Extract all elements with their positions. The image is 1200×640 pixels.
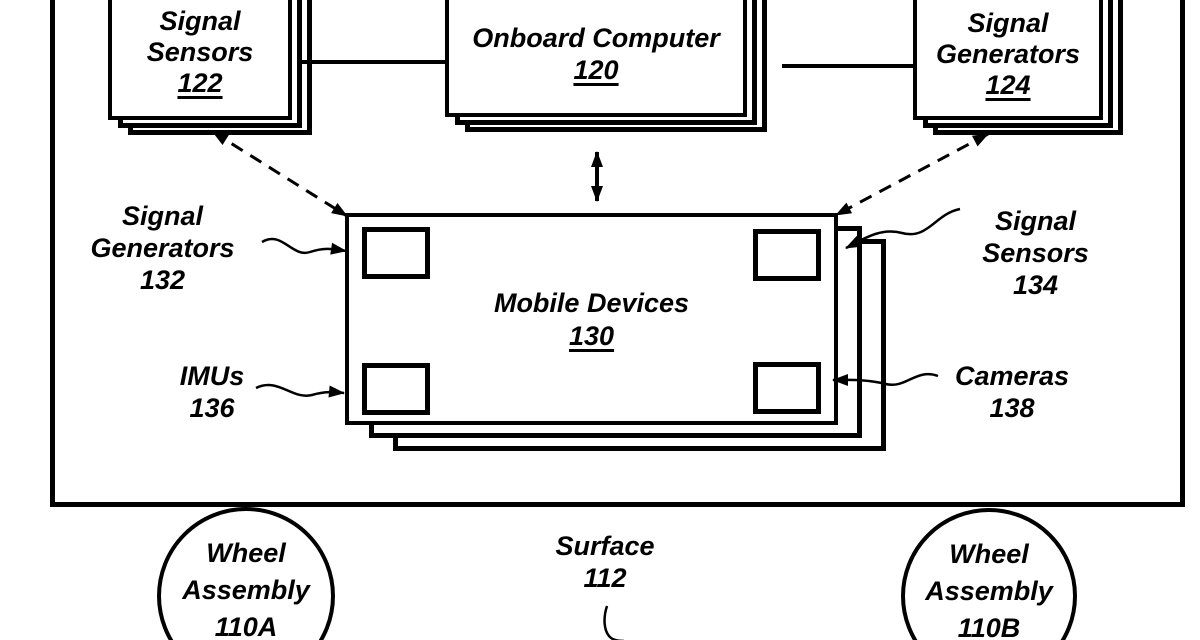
label-line: IMUs bbox=[179, 361, 245, 391]
box-ref-number: 120 bbox=[573, 55, 619, 85]
label-cameras-138: Cameras 138 bbox=[932, 360, 1092, 424]
box-signal-generators-124: Signal Generators 124 bbox=[913, 0, 1123, 135]
label-line: Cameras bbox=[954, 361, 1070, 391]
circle-line: Wheel bbox=[949, 539, 1029, 569]
box-ref-number: 124 bbox=[985, 70, 1031, 100]
box-title: Onboard Computer bbox=[472, 23, 720, 53]
box-title: Signal bbox=[159, 6, 241, 36]
label-imus-136: IMUs 136 bbox=[147, 360, 277, 424]
label-ref-number: 136 bbox=[189, 393, 235, 423]
circle-line: Wheel bbox=[206, 538, 286, 568]
box-onboard-computer-120: Onboard Computer 120 bbox=[445, 0, 767, 132]
module-imus-136 bbox=[362, 363, 430, 415]
box-title: Generators bbox=[935, 39, 1081, 69]
label-ref-number: 138 bbox=[989, 393, 1035, 423]
label-signal-generators-132: Signal Generators 132 bbox=[55, 200, 270, 296]
label-line: Sensors bbox=[982, 238, 1089, 268]
stack-sheet-front: Signal Sensors 122 bbox=[108, 0, 292, 120]
label-ref-number: 134 bbox=[1012, 270, 1059, 300]
leader-surface-112 bbox=[603, 605, 625, 640]
system-enclosure-outline bbox=[50, 0, 1185, 507]
circle-ref-number: 110B bbox=[957, 613, 1021, 640]
module-cameras-138 bbox=[753, 362, 821, 414]
label-ref-number: 132 bbox=[139, 265, 186, 295]
label-ref-number: 112 bbox=[583, 563, 627, 593]
circle-ref-number: 110A bbox=[214, 612, 278, 640]
box-signal-sensors-122: Signal Sensors 122 bbox=[108, 0, 312, 135]
stack-sheet-front: Onboard Computer 120 bbox=[445, 0, 747, 117]
circle-line: Assembly bbox=[925, 576, 1053, 606]
box-ref-number: 122 bbox=[177, 68, 223, 98]
label-signal-sensors-134: Signal Sensors 134 bbox=[928, 205, 1143, 301]
box-title: Mobile Devices bbox=[493, 288, 690, 318]
label-line: Surface bbox=[555, 531, 655, 561]
circle-wheel-assembly-110b: Wheel Assembly 110B bbox=[901, 508, 1077, 640]
circle-wheel-assembly-110a: Wheel Assembly 110A bbox=[157, 507, 335, 640]
label-line: Generators bbox=[90, 233, 235, 263]
circle-line: Assembly bbox=[182, 575, 310, 605]
label-line: Signal bbox=[121, 201, 203, 231]
label-surface-112: Surface 112 bbox=[530, 530, 680, 594]
box-ref-number: 130 bbox=[568, 321, 615, 351]
stack-sheet-front: Signal Generators 124 bbox=[913, 0, 1103, 120]
label-line: Signal bbox=[994, 206, 1076, 236]
box-title: Sensors bbox=[146, 37, 254, 67]
module-signal-generators-132 bbox=[362, 227, 430, 279]
module-signal-sensors-134 bbox=[753, 229, 821, 281]
box-title: Signal bbox=[967, 8, 1049, 38]
